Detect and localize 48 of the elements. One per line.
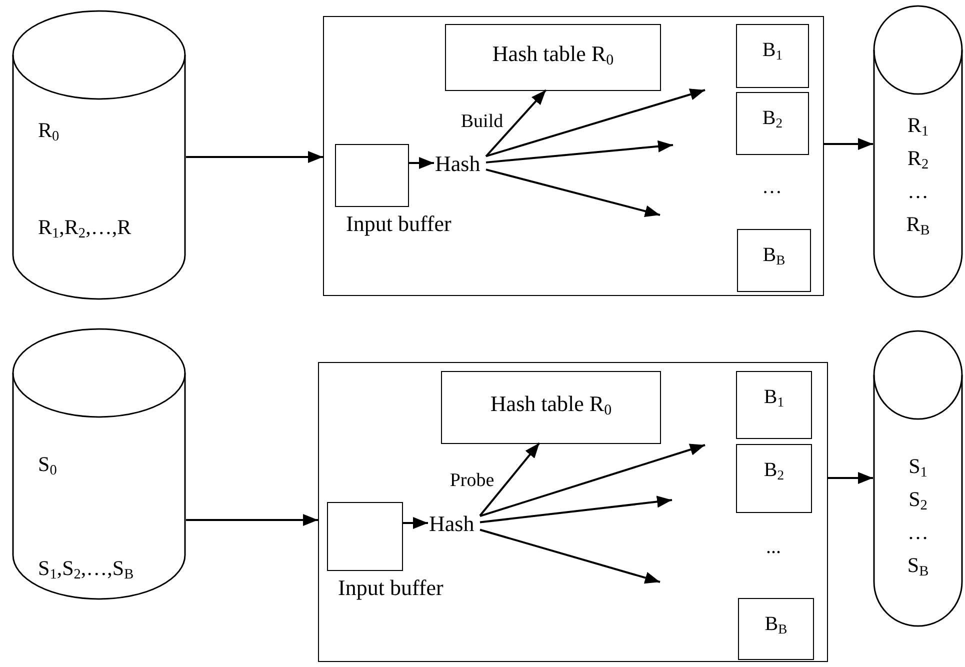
bucket-box: B$_{2}$ bbox=[736, 444, 812, 513]
partition-label: S$_{2}$ bbox=[908, 486, 928, 516]
hash-label: Hash bbox=[429, 511, 474, 537]
partition-label: S$_{B}$ bbox=[907, 552, 929, 582]
arrow bbox=[408, 157, 434, 169]
buffer-caption: Input buffer bbox=[338, 575, 444, 601]
arrow bbox=[486, 88, 706, 158]
arrow bbox=[402, 517, 428, 529]
database-cylinder bbox=[873, 5, 963, 298]
cylinder-label: R$_{1}$,R$_{2}$,…,R bbox=[38, 215, 132, 240]
arrow bbox=[485, 89, 547, 158]
bucket-box: B$_{B}$ bbox=[737, 229, 811, 292]
bucket-box: B$_{B}$ bbox=[738, 598, 814, 660]
hash-table-box: Hash table R$_{0}$ bbox=[445, 24, 661, 91]
buffer-box bbox=[327, 502, 403, 571]
arrow bbox=[480, 528, 660, 584]
arrow bbox=[828, 472, 873, 484]
bucket-box: B$_{1}$ bbox=[736, 24, 809, 88]
ellipsis-label: ... bbox=[766, 536, 781, 559]
cylinder-label: R$_{0}$ bbox=[38, 118, 60, 143]
arrow bbox=[486, 140, 674, 164]
hash-label: Hash bbox=[435, 151, 480, 177]
partition-label: R$_{1}$ bbox=[907, 112, 929, 142]
partition-label: R$_{B}$ bbox=[906, 211, 930, 241]
partition-label: S$_{1}$ bbox=[908, 453, 928, 483]
memory-frame bbox=[318, 362, 828, 662]
arrow bbox=[824, 138, 873, 150]
database-cylinder bbox=[873, 330, 963, 627]
arrow bbox=[479, 442, 540, 516]
ellipsis-label: … bbox=[762, 176, 782, 199]
arrow bbox=[486, 168, 660, 218]
hash-table-box: Hash table R$_{0}$ bbox=[441, 371, 661, 444]
database-cylinder bbox=[12, 10, 186, 300]
partition-label: R$_{2}$ bbox=[907, 145, 929, 175]
partition-label: … bbox=[908, 178, 928, 205]
buffer-box bbox=[335, 144, 409, 207]
memory-frame bbox=[323, 16, 824, 296]
arrow bbox=[186, 514, 318, 526]
bucket-box: B$_{2}$ bbox=[736, 92, 809, 155]
arrow bbox=[480, 444, 706, 518]
bucket-box: B$_{1}$ bbox=[736, 371, 812, 439]
buffer-caption: Input buffer bbox=[346, 211, 452, 237]
partition-label: … bbox=[908, 519, 928, 546]
database-cylinder bbox=[12, 328, 186, 600]
cylinder-label: S$_{1}$,S$_{2}$,…,S$_{B}$ bbox=[38, 556, 134, 581]
cylinder-label: S$_{0}$ bbox=[38, 452, 57, 477]
arrow bbox=[186, 151, 323, 163]
arrow bbox=[480, 496, 672, 524]
